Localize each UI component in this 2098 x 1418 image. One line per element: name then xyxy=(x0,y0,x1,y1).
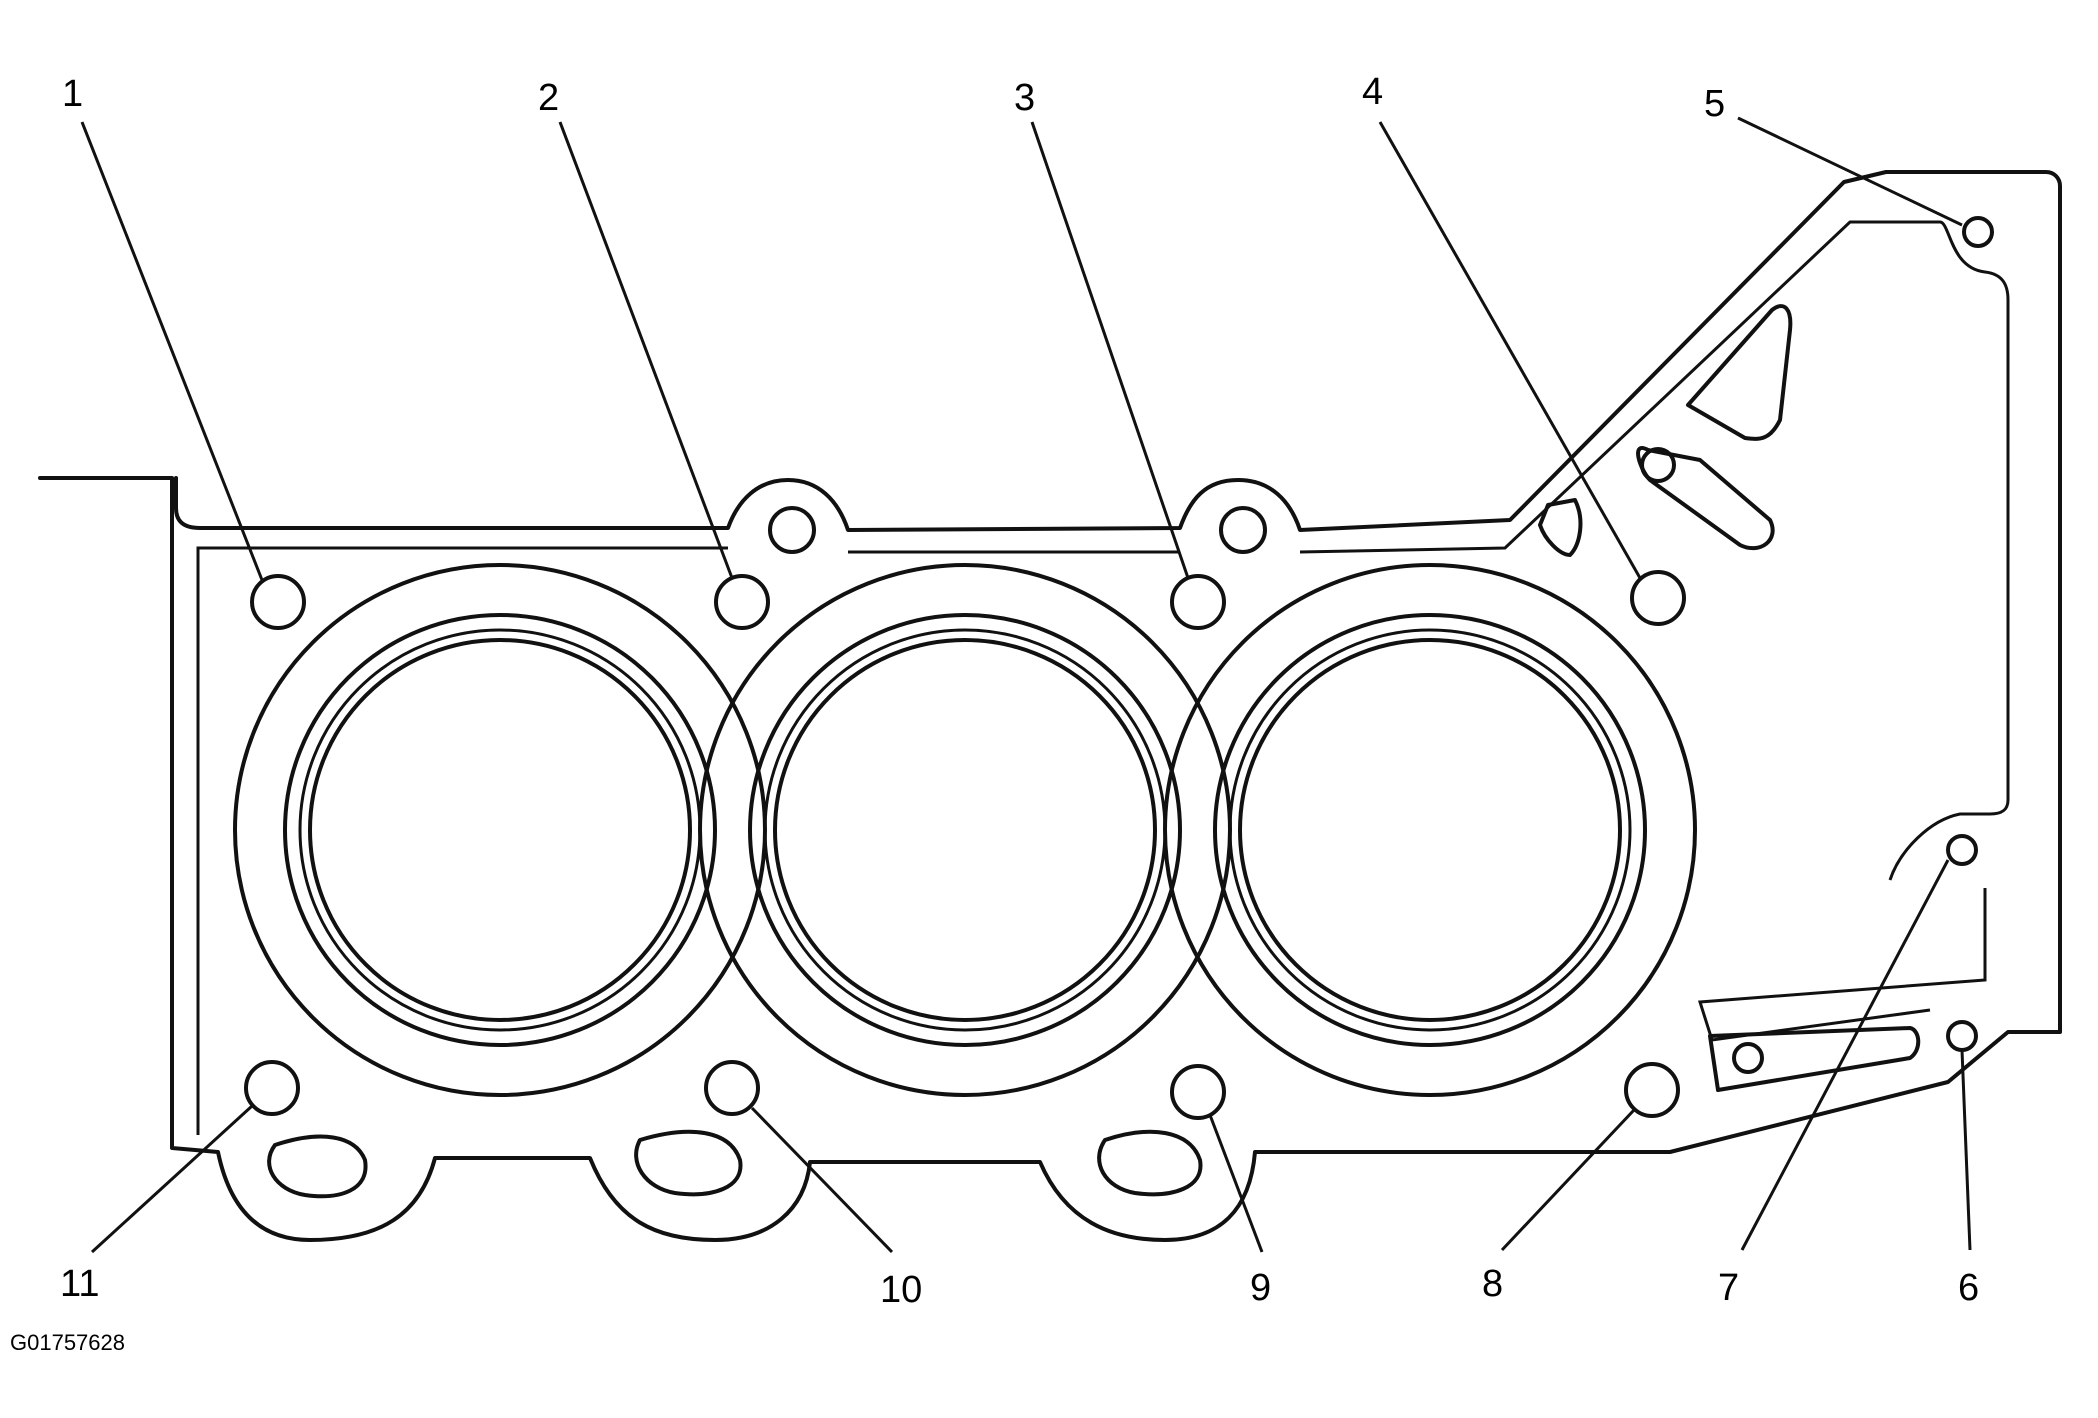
coolant-passage xyxy=(267,1134,368,1199)
oil-hole xyxy=(1640,447,1676,483)
callout-label-5: 5 xyxy=(1704,83,1725,125)
leader-line-10 xyxy=(750,1106,894,1254)
callout-label-3: 3 xyxy=(1014,77,1035,119)
callout-label-4: 4 xyxy=(1362,71,1383,113)
cylinder-bore-1 xyxy=(233,563,767,1097)
cylinder-bore-3 xyxy=(1163,563,1697,1097)
leader-line-8 xyxy=(1500,1108,1636,1252)
leader-line-2 xyxy=(558,121,734,579)
callout-label-10: 10 xyxy=(880,1269,922,1311)
cylinder-bore-2 xyxy=(698,563,1232,1097)
oil-passage-slot xyxy=(1708,1026,1921,1092)
bolt-hole-10 xyxy=(704,1060,760,1116)
dowel-hole xyxy=(1219,506,1267,554)
leader-line-7 xyxy=(1740,859,1950,1251)
oil-passage-slot xyxy=(1636,446,1775,551)
callout-label-8: 8 xyxy=(1482,1263,1503,1305)
leader-line-9 xyxy=(1208,1114,1264,1253)
bolt-hole-6 xyxy=(1946,1020,1978,1052)
figure-id: G01757628 xyxy=(10,1330,125,1355)
bolt-hole-7 xyxy=(1946,834,1978,866)
bolt-hole-4 xyxy=(1630,570,1686,626)
bolt-hole-11 xyxy=(244,1060,300,1116)
gasket-inner-bead xyxy=(196,220,2010,1135)
bolt-hole-9 xyxy=(1170,1064,1226,1120)
bolt-hole-1 xyxy=(250,574,306,630)
gasket-outer-outline xyxy=(38,170,2062,1242)
coolant-passage xyxy=(1097,1129,1203,1197)
callout-label-1: 1 xyxy=(62,73,83,115)
leader-line-6 xyxy=(1960,1049,1972,1251)
oil-hole xyxy=(1732,1042,1764,1074)
bolt-hole-3 xyxy=(1170,574,1226,630)
callout-label-7: 7 xyxy=(1718,1267,1739,1309)
callout-label-2: 2 xyxy=(538,77,559,119)
bolt-hole-8 xyxy=(1624,1062,1680,1118)
bolt-hole-2 xyxy=(714,574,770,630)
leader-line-4 xyxy=(1378,121,1642,579)
bolt-hole-5 xyxy=(1962,216,1994,248)
leader-line-5 xyxy=(1737,116,1963,227)
coolant-passage xyxy=(1538,498,1583,557)
callout-label-11: 11 xyxy=(60,1263,99,1305)
leader-line-3 xyxy=(1030,121,1190,579)
callout-label-6: 6 xyxy=(1958,1267,1979,1309)
leader-line-1 xyxy=(80,121,264,581)
dowel-hole xyxy=(768,506,816,554)
leader-line-11 xyxy=(90,1104,254,1254)
coolant-passage xyxy=(1686,304,1793,441)
coolant-passage xyxy=(634,1129,743,1197)
callout-label-9: 9 xyxy=(1250,1267,1271,1309)
